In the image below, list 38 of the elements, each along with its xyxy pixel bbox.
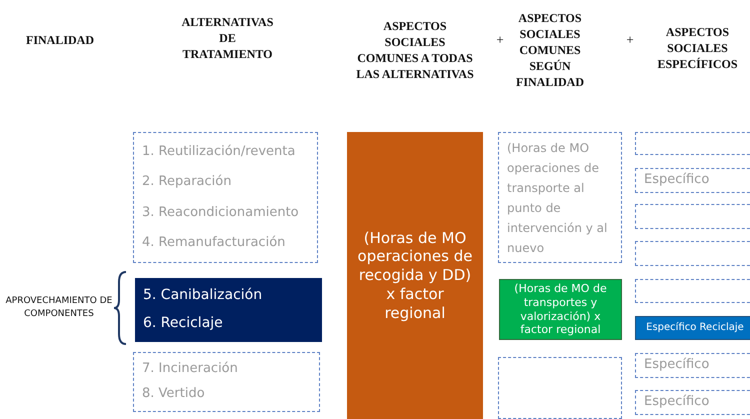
list-item: 4. Remanufacturación bbox=[142, 234, 286, 251]
dashed-box bbox=[133, 352, 320, 412]
dashed-box bbox=[635, 132, 750, 155]
box-text: (Horas de MO operaciones de recogida y DD) x factor regional bbox=[356, 228, 474, 322]
box-text: Específico bbox=[644, 357, 710, 374]
box-text: (Horas de MO operaciones de transporte al punto de intervención y al nuevo bbox=[507, 140, 608, 256]
specific-aspects-box bbox=[635, 316, 750, 340]
dashed-box bbox=[635, 204, 750, 229]
dashed-box bbox=[498, 357, 622, 419]
dashed-box bbox=[635, 241, 750, 266]
purpose-aspects-box bbox=[499, 279, 622, 340]
dashed-box bbox=[635, 168, 750, 193]
list-item: 8. Vertido bbox=[142, 386, 205, 403]
column-header: ASPECTOS SOCIALES ESPECÍFICOS bbox=[656, 24, 739, 73]
list-item: 7. Incineración bbox=[142, 361, 238, 378]
row-label: APROVECHAMIENTO DE COMPONENTES bbox=[5, 295, 113, 321]
column-header: FINALIDAD bbox=[24, 32, 95, 49]
dashed-box bbox=[133, 132, 318, 263]
list-item: 5. Canibalización bbox=[143, 287, 262, 305]
list-item: 2. Reparación bbox=[142, 174, 232, 190]
box-text: (Horas de MO de transportes y valorización) x factor regional bbox=[513, 282, 608, 337]
dashed-box bbox=[498, 132, 622, 263]
box-text: Específico bbox=[644, 172, 710, 189]
dashed-box bbox=[635, 353, 750, 378]
list-item: 3. Reacondicionamiento bbox=[142, 204, 299, 221]
list-item: 1. Reutilización/reventa bbox=[142, 144, 296, 160]
box-text: Específico Reciclaje bbox=[646, 322, 744, 334]
plus-sign: + bbox=[625, 31, 635, 49]
dashed-box bbox=[635, 279, 750, 303]
common-aspects-box bbox=[347, 132, 483, 419]
alternatives-box bbox=[135, 278, 322, 342]
column-header: ALTERNATIVAS DE TRATAMIENTO bbox=[180, 14, 274, 63]
column-header: ASPECTOS SOCIALES COMUNES SEGÚN FINALIDAD bbox=[514, 10, 585, 91]
plus-sign: + bbox=[495, 31, 505, 49]
column-header: ASPECTOS SOCIALES COMUNES A TODAS LAS ALTERNATIVAS bbox=[355, 18, 475, 83]
dashed-box bbox=[635, 390, 750, 415]
box-text: Específico bbox=[644, 394, 710, 411]
list-item: 6. Reciclaje bbox=[143, 315, 223, 333]
